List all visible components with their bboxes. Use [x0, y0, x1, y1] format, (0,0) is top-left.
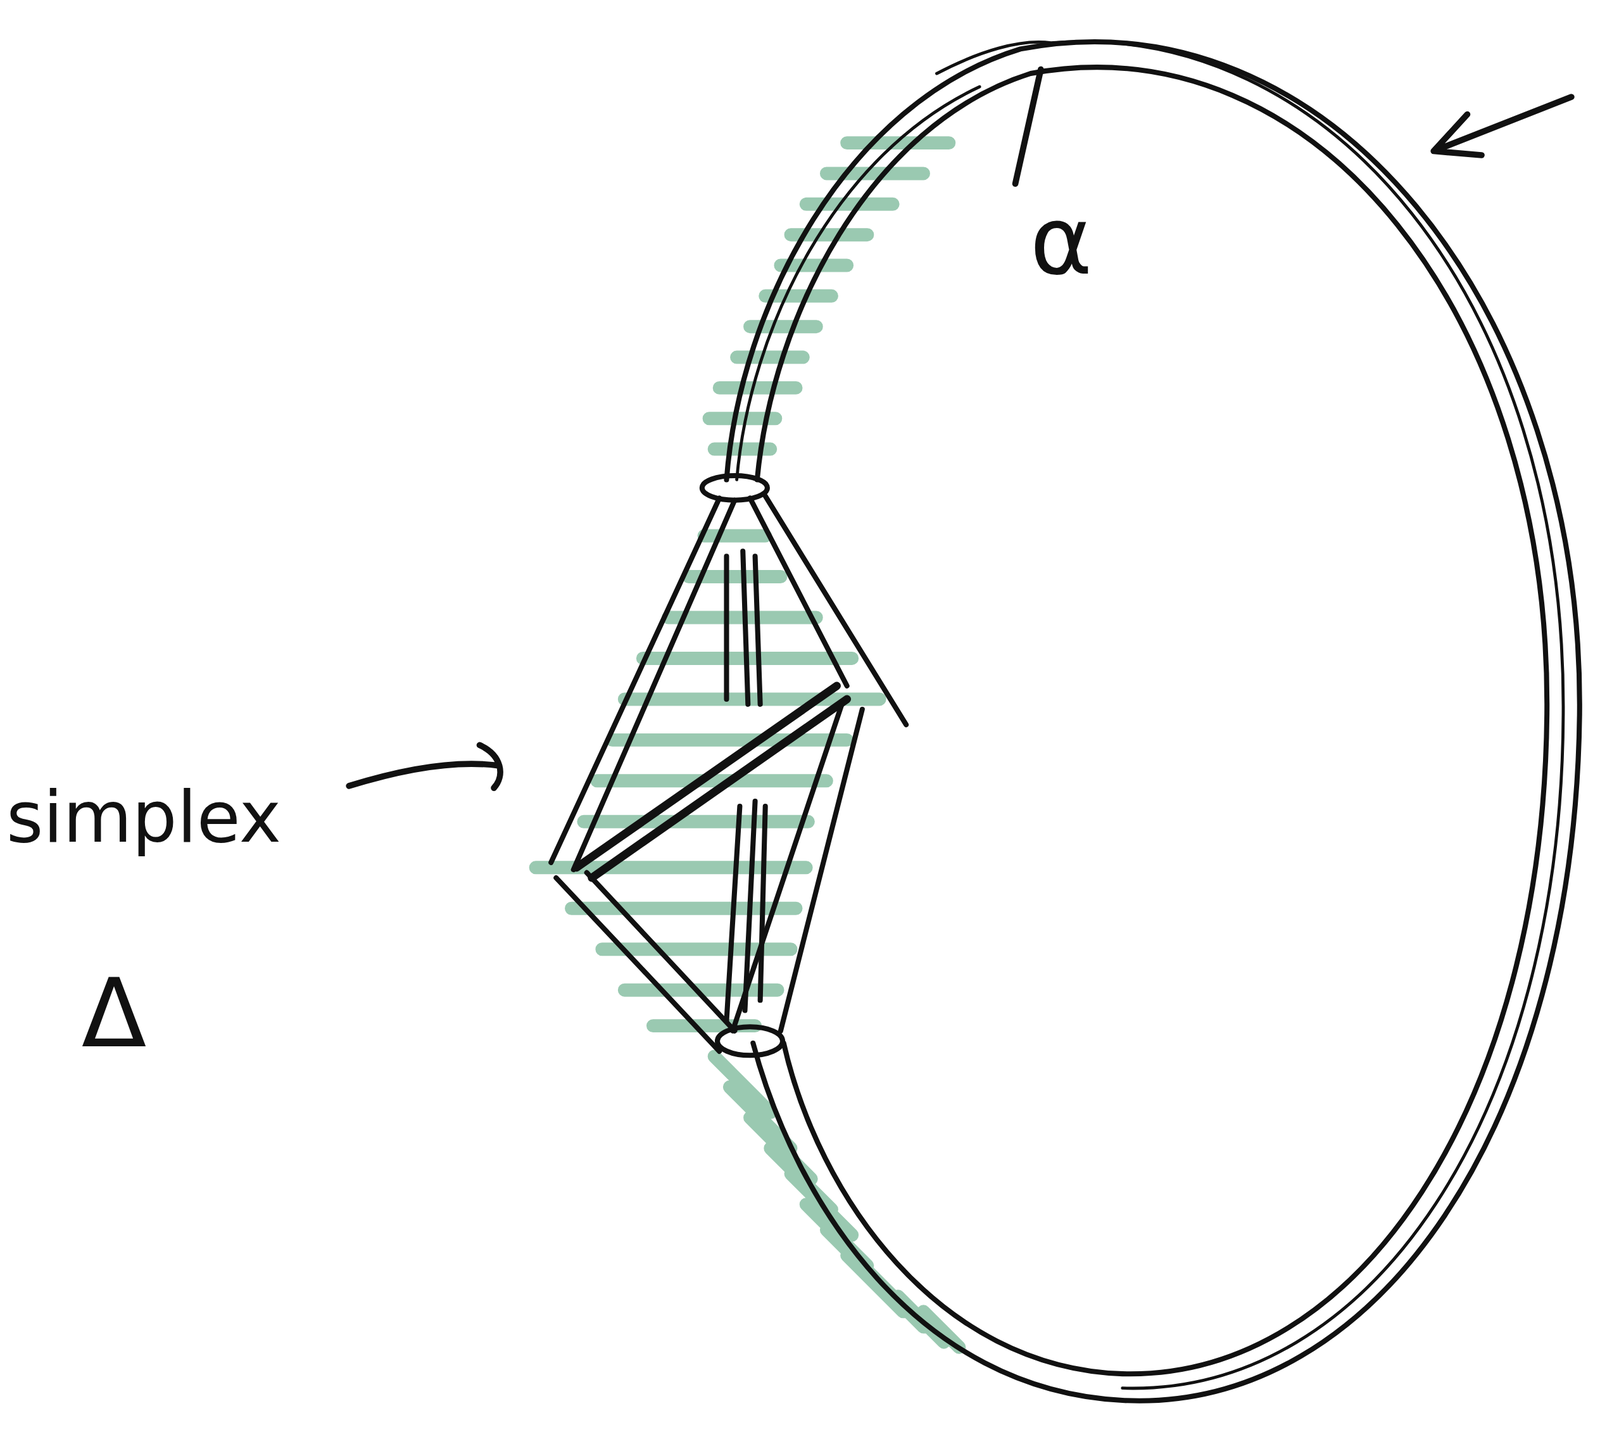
label-text: simplex: [6, 781, 282, 853]
ring-outline: [726, 41, 1580, 1401]
label-text: Δ: [81, 965, 147, 1061]
leader-lines: [348, 69, 1572, 789]
simplex-figure: [550, 475, 907, 1055]
label-text: α: [1030, 193, 1093, 289]
hatching: [535, 143, 960, 1348]
